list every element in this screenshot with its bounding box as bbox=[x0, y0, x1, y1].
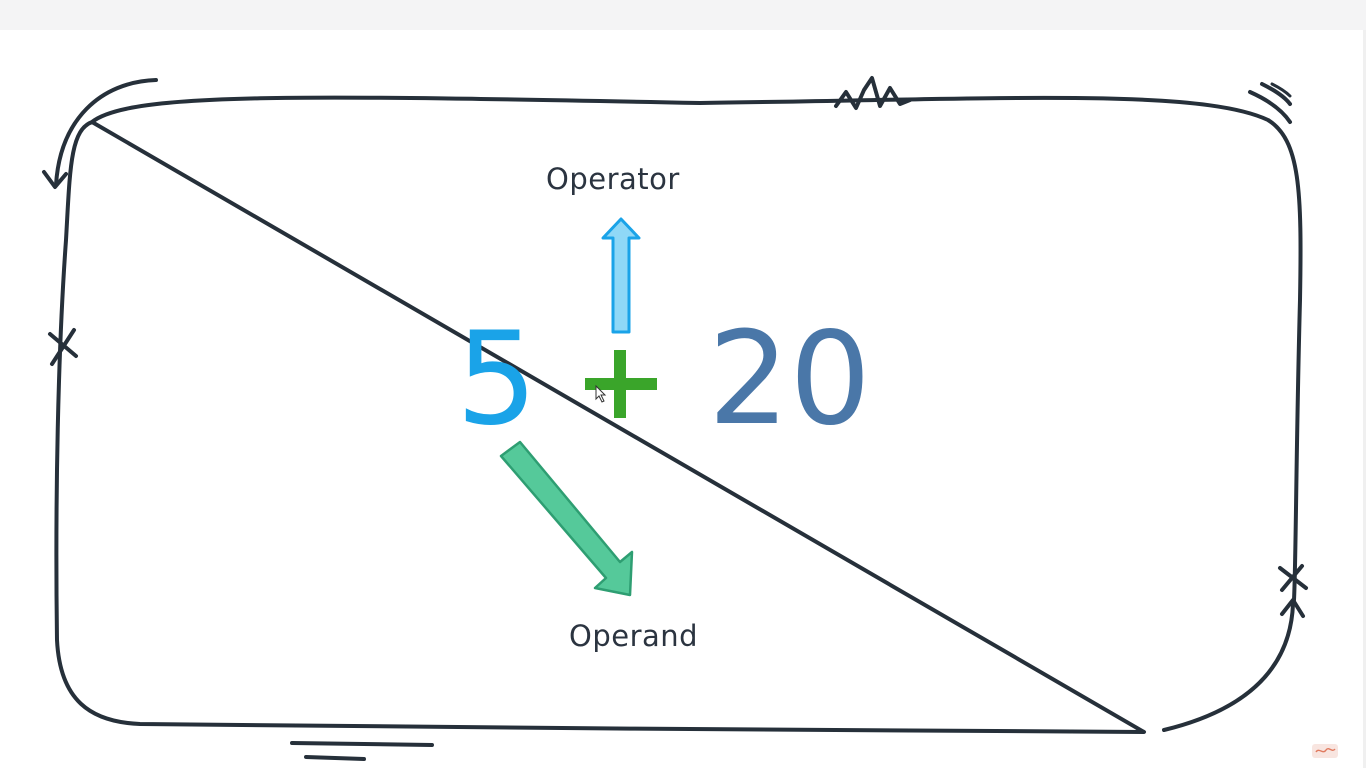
top-zigzag-mark bbox=[834, 76, 912, 110]
operator-arrow bbox=[601, 217, 641, 334]
top-right-accent-1 bbox=[1248, 90, 1292, 124]
operand-arrow bbox=[499, 440, 634, 597]
window-top-bar bbox=[0, 0, 1366, 30]
top-left-curve-arrow bbox=[54, 78, 158, 187]
bottom-underline-1 bbox=[290, 741, 434, 747]
watermark-logo-icon bbox=[1312, 744, 1338, 758]
bottom-right-curve-arrow bbox=[1162, 602, 1295, 732]
left-operand-number: 5 bbox=[456, 305, 538, 454]
right-edge-strip bbox=[1363, 30, 1366, 768]
right-operand-number: 20 bbox=[708, 305, 871, 454]
bottom-right-arrowhead bbox=[1280, 598, 1305, 618]
bottom-underline-2 bbox=[304, 755, 366, 761]
mouse-pointer-icon bbox=[595, 384, 607, 403]
left-x-mark bbox=[48, 328, 78, 366]
operand-label: Operand bbox=[569, 619, 699, 653]
operator-label: Operator bbox=[546, 162, 680, 196]
top-right-accent-2 bbox=[1260, 82, 1292, 106]
top-right-accent-3 bbox=[1270, 82, 1292, 98]
top-left-arrowhead bbox=[42, 170, 68, 189]
right-x-mark bbox=[1278, 564, 1308, 592]
plus-horizontal bbox=[585, 378, 657, 390]
sketch-frame bbox=[54, 95, 1303, 734]
